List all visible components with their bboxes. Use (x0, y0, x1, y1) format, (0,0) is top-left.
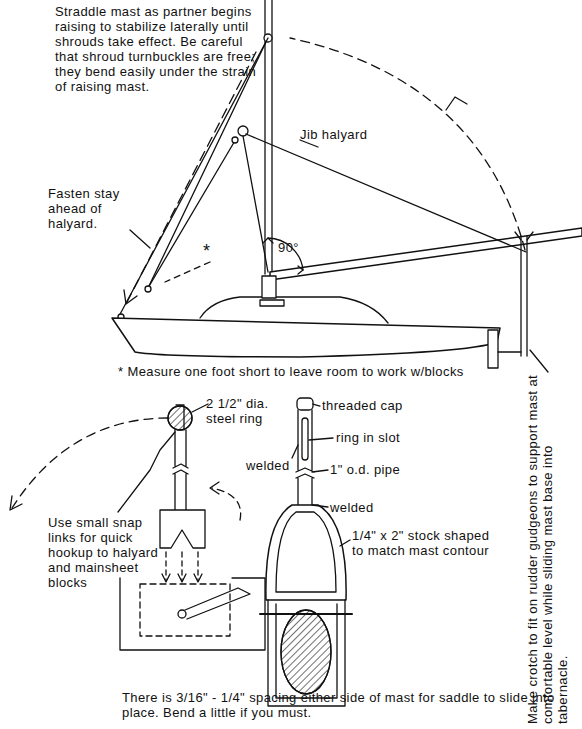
crutch (520, 236, 521, 356)
instruction-note: Straddle mast as partner begins raising … (55, 4, 270, 94)
part-label: welded (246, 458, 290, 473)
jib-halyard (246, 134, 526, 252)
part-label: 1/4" x 2" stock shaped to match mast con… (352, 528, 492, 558)
pipe (296, 410, 314, 505)
pipe (173, 430, 188, 510)
crutch (515, 232, 533, 240)
gin-pole (243, 136, 268, 272)
footnote: * Measure one foot short to leave room t… (118, 364, 464, 379)
arrow-head (124, 290, 137, 304)
instruction-note: Make crotch to fit on rudder gudgeons to… (525, 374, 570, 724)
instruction-note: There is 3/16" - 1/4" spacing either sid… (122, 690, 570, 720)
part-label: 1" o.d. pipe (330, 462, 400, 477)
angle-arrow (263, 238, 273, 243)
steel-ring (168, 406, 192, 430)
rudder (488, 330, 498, 368)
part-label: threaded cap (322, 398, 403, 413)
block (232, 137, 238, 143)
pipe-cap (176, 405, 184, 430)
arrow-head (162, 574, 202, 582)
gin-pole (148, 139, 236, 288)
arrow-head (10, 496, 22, 510)
saddle (160, 510, 205, 548)
leader-line (192, 404, 208, 412)
part-label: ring in slot (336, 430, 400, 445)
leader-line (118, 432, 175, 512)
arrow-head (210, 482, 219, 494)
lowered-mast (270, 228, 582, 280)
dashed-arrow (165, 262, 210, 282)
leader-line (313, 404, 320, 406)
tabernacle-side (120, 578, 265, 650)
raising-arc (290, 38, 525, 250)
leader-line (530, 350, 548, 372)
leader-line (312, 470, 328, 472)
crutch (526, 236, 527, 356)
part-label: Jib halyard (300, 127, 367, 142)
part-label: welded (330, 500, 374, 515)
ring-slot (302, 418, 308, 460)
mast-section (281, 610, 331, 694)
bow-fitting (145, 286, 151, 292)
arrow-head (446, 97, 467, 110)
pin-slot (185, 588, 250, 619)
pivot-pin (260, 613, 352, 615)
saddle (266, 505, 346, 600)
crutch (498, 351, 521, 352)
instruction-note: Fasten stay ahead of halyard. (48, 186, 148, 231)
leader-line (312, 505, 328, 507)
threaded-cap (297, 398, 313, 410)
cabin-window (260, 300, 284, 306)
mast-section (281, 610, 331, 694)
angle-label: 90° (278, 240, 299, 255)
dashed-arrow (166, 552, 198, 580)
cabin (200, 297, 388, 323)
saddle-inner (276, 512, 336, 592)
footnote-mark: * (203, 244, 210, 259)
leader-line (130, 230, 150, 248)
leader-line (309, 438, 333, 440)
instruction-note: Use small snap links for quick hookup to… (48, 515, 160, 590)
pivot-pin (178, 610, 186, 618)
hull (112, 318, 500, 357)
part-label: 2 1/2" dia. steel ring (206, 396, 301, 426)
steel-ring (168, 406, 192, 430)
angle-arrow (298, 266, 303, 274)
leader-line (292, 445, 298, 458)
dashed-arrow (12, 418, 168, 508)
tabernacle (262, 276, 276, 298)
leader-line (340, 540, 350, 546)
mast-line (271, 0, 272, 274)
